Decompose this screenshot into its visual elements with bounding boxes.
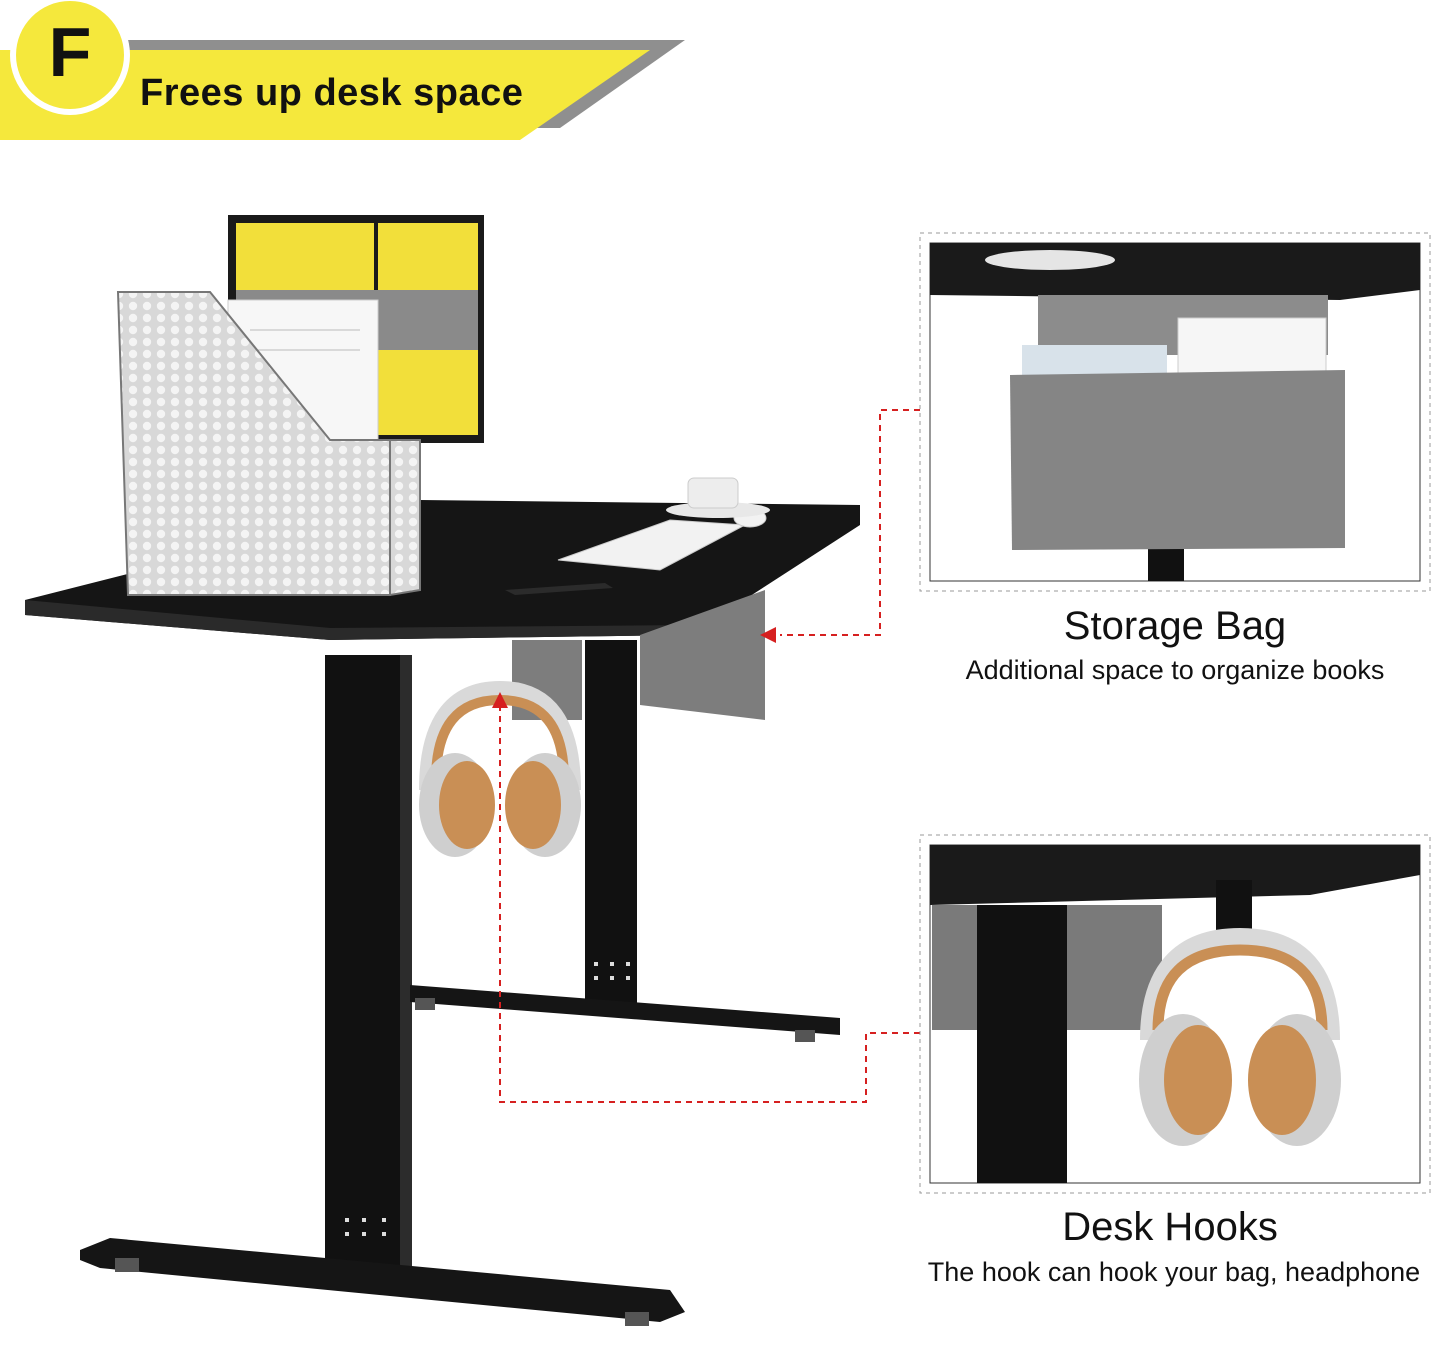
feature-banner: F Frees up desk space [0,0,700,145]
phone [505,583,613,595]
storage-bag-detail [919,232,1431,592]
headphones [419,680,581,857]
pointer-arrow-hook [492,692,508,708]
desk-hooks-detail [919,834,1431,1194]
coffee-cup [666,477,770,518]
storage-bag-subtitle: Additional space to organize books [965,655,1385,685]
storage-bag-side [640,590,765,720]
desk-hooks-title: Desk Hooks [1062,1205,1278,1249]
banner-title: Frees up desk space [140,72,524,114]
storage-bag-title: Storage Bag [1063,604,1287,648]
banner-shape [0,0,685,140]
badge-letter: F [48,13,92,91]
desk-hooks-subtitle: The hook can hook your bag, headphone [927,1257,1421,1287]
pointer-lines [499,409,920,1103]
magazine-holder [116,291,421,597]
pointer-arrow-bag [760,627,776,643]
